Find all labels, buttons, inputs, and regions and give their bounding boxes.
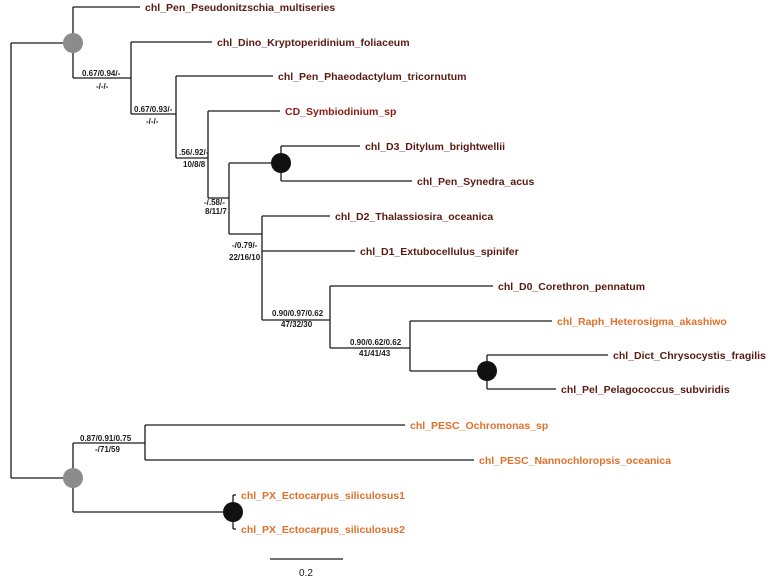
leaf-label: chl_Pel_Pelagococcus_subviridis [561,384,730,396]
support-value-bottom: 41/41/43 [359,349,391,358]
support-value-bottom: 8/11/7 [205,207,227,216]
leaf-label: CD_Symbiodinium_sp [285,106,396,118]
leaf-label: chl_Raph_Heterosigma_akashiwo [557,316,727,328]
support-value-top: 0.67/0.93/- [134,105,173,114]
black-node-marker [477,361,497,381]
scale-bar: 0.2 [270,558,343,579]
support-value-top: 0.90/0.97/0.62 [272,309,324,318]
leaf-label: chl_Dino_Kryptoperidinium_foliaceum [217,37,410,49]
support-value-bottom: -/-/- [146,117,159,126]
gray-node-marker [63,468,83,488]
leaf-label: chl_PESC_Ochromonas_sp [410,420,548,432]
support-value-top: -/0.79/- [232,241,258,250]
support-value-bottom: 22/16/10 [229,253,261,262]
support-values: 0.67/0.94/- -/-/- 0.67/0.93/- -/-/- .56/… [80,69,402,454]
support-value-bottom: -/71/59 [95,445,120,454]
leaf-label: chl_Pen_Synedra_acus [417,176,534,188]
leaf-label: chl_Pen_Pseudonitzschia_multiseries [145,2,335,14]
support-value-top: -/.58/- [204,198,225,207]
support-value-bottom: 10/8/8 [183,160,206,169]
leaf-label: chl_D2_Thalassiosira_oceanica [335,211,493,223]
leaf-label: chl_Dict_Chrysocystis_fragilis [613,350,766,362]
black-node-marker [271,153,291,173]
leaf-label: chl_PX_Ectocarpus_siliculosus1 [241,490,405,502]
support-value-bottom: -/-/- [96,82,109,91]
support-value-top: 0.90/0.62/0.62 [350,338,402,347]
leaf-label: chl_D3_Ditylum_brightwellii [365,141,505,153]
scale-bar-label: 0.2 [299,568,313,579]
leaf-labels: chl_Pen_Pseudonitzschia_multiseries chl_… [145,2,766,536]
node-markers [63,33,497,522]
leaf-label: chl_PESC_Nannochloropsis_oceanica [479,455,671,467]
leaf-label: chl_PX_Ectocarpus_siliculosus2 [241,524,405,536]
black-node-marker [223,502,243,522]
tree-branches [10,6,608,530]
support-value-bottom: 47/32/30 [281,320,313,329]
gray-node-marker [63,33,83,53]
support-value-top: 0.87/0.91/0.75 [80,434,132,443]
support-value-top: .56/.92/- [179,148,209,157]
support-value-top: 0.67/0.94/- [82,69,121,78]
leaf-label: chl_Pen_Phaeodactylum_tricornutum [278,71,466,83]
leaf-label: chl_D1_Extubocellulus_spinifer [360,246,519,258]
leaf-label: chl_D0_Corethron_pennatum [498,281,645,293]
